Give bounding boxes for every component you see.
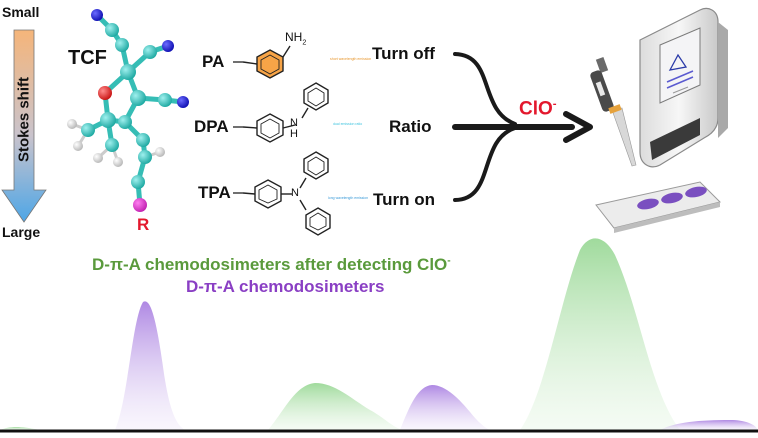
donor-pa-name: PA [202,52,225,71]
spectra [0,238,758,433]
tpa-amine-label: N [291,187,299,199]
pa-emission-caption: short wavelength emission [330,57,372,61]
analyte-label: ClO- [519,98,557,120]
mode-turn-on: Turn on [373,190,435,209]
tcf-molecule [67,9,189,212]
stokes-shift-axis-label: Stokes shift [15,76,33,163]
purple-peak-2 [400,385,490,430]
pa-structure [242,45,291,79]
purple-peak-3 [660,420,758,430]
green-baseline [0,427,40,430]
mode-turn-off: Turn off [372,44,435,63]
dpa-emission-caption: dual emission ratio [333,122,363,126]
stokes-small-label: Small [2,4,40,20]
mode-ratio: Ratio [389,117,432,136]
donor-dpa-name: DPA [194,117,229,136]
donor-tpa-name: TPA [198,183,231,202]
donor-connectors [233,61,243,194]
handheld-reader-icon [639,7,728,168]
pa-amine-label: NH2 [285,30,307,47]
stokes-large-label: Large [2,224,41,240]
tpa-emission-caption: long wavelength emission [328,196,369,200]
r-group-label: R [137,215,150,234]
test-strip-icon [595,181,721,233]
green-peak-2 [520,238,680,430]
green-peak-1 [268,383,405,430]
converging-arrows [452,52,593,202]
tpa-structure [242,151,331,236]
legend-chemodosimeters: D-π-A chemodosimeters [186,277,385,296]
pipette-icon [590,57,637,167]
dpa-structure [242,82,329,143]
legend-after-clo: D-π-A chemodosimeters after detecting Cl… [92,255,451,274]
purple-peak-1 [115,301,185,430]
stokes-shift-arrow [1,29,47,223]
tcf-label: TCF [68,47,107,69]
